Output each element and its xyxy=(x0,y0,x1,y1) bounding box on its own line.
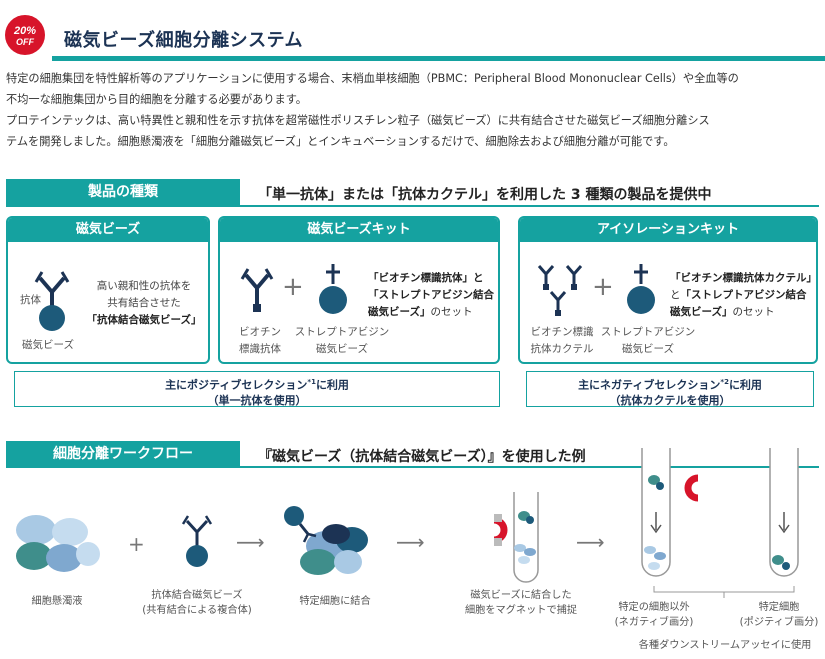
step-capture-label: 磁気ビーズに結合した 細胞をマグネットで捕捉 xyxy=(464,590,578,616)
intro-line-1: 特定の細胞集団を特性解析等のアプリケーションに使用する場合、末梢血単核細胞（PB… xyxy=(6,72,739,85)
merge-bracket-icon xyxy=(653,586,795,598)
badge-percent: 20% xyxy=(13,25,36,37)
plus-icon: + xyxy=(128,532,145,556)
badge-off: OFF xyxy=(16,37,34,47)
card-magnetic-bead-kit-title: 磁気ビーズキット xyxy=(220,218,498,242)
bound-cells-icon xyxy=(284,506,368,575)
page-title: 磁気ビーズ細胞分離システム xyxy=(64,30,304,51)
workflow-section-bar: 細胞分離ワークフロー xyxy=(6,441,240,467)
negative-fraction-tube-icon xyxy=(641,448,699,577)
streptavidin-bead-icon xyxy=(319,264,347,314)
antibody-cocktail-icon xyxy=(537,265,583,316)
plus-icon: + xyxy=(282,272,304,302)
intro-line-2: 不均一な細胞集団から目的細胞を分離する必要があります。 xyxy=(6,93,307,106)
workflow-section-rule xyxy=(6,466,819,468)
page-header: 20% OFF 磁気ビーズ細胞分離システム xyxy=(0,0,825,62)
intro-line-4: テムを開発しました。細胞懸濁液を「細胞分離磁気ビーズ」とインキュベーションするだ… xyxy=(6,135,675,148)
usage-negative-selection: 主にネガティブセレクション*2に利用 （抗体カクテルを使用） xyxy=(526,371,814,407)
workflow-heading: 『磁気ビーズ（抗体結合磁気ビーズ）』を使用した例 xyxy=(258,449,586,465)
label-magnetic-bead: 磁気ビーズ xyxy=(22,339,74,351)
arrow-right-icon: ⟶ xyxy=(576,530,605,554)
usage-positive-selection: 主にポジティブセレクション*1に利用 （単一抗体を使用） xyxy=(14,371,500,407)
magnet-tube-icon xyxy=(493,492,539,583)
label-streptavidin-beads: ストレプトアビジン 磁気ビーズ xyxy=(294,326,390,355)
negative-fraction-label: 特定の細胞以外 (ネガティブ画分) xyxy=(614,602,694,628)
intro-line-3: プロテインテックは、高い特異性と親和性を示す抗体を超常磁性ポリスチレン粒子（磁気… xyxy=(6,114,710,127)
card-magnetic-beads-title: 磁気ビーズ xyxy=(8,218,208,242)
label-antibody: 抗体 xyxy=(20,294,41,306)
products-heading: 「単一抗体」または「抗体カクテル」を利用した 3 種類の製品を提供中 xyxy=(258,187,712,203)
cell-suspension-icon xyxy=(16,515,100,572)
positive-fraction-tube-icon xyxy=(769,448,799,577)
card-magnetic-beads: 磁気ビーズ 抗体 磁気ビーズ 高い親和性の抗体を 共有結合させた 「抗体結合磁気… xyxy=(6,216,210,364)
card-magnetic-bead-kit: 磁気ビーズキット + 「ビオチン標識抗体」と 「ストレプトアビジン結合 磁気ビー… xyxy=(218,216,500,364)
step-bind-label: 特定細胞に結合 xyxy=(299,596,371,607)
label-streptavidin-beads: ストレプトアビジン 磁気ビーズ xyxy=(600,326,696,355)
antibody-bead-icon xyxy=(34,271,70,331)
discount-badge-icon: 20% OFF xyxy=(5,15,45,55)
products-section-bar: 製品の種類 xyxy=(6,179,240,205)
label-biotin-antibody-cocktail: ビオチン標識 抗体カクテル xyxy=(530,326,594,355)
card1-description: 高い親和性の抗体を 共有結合させた 「抗体結合磁気ビーズ」 xyxy=(86,280,202,326)
step-cell-suspension-label: 細胞懸濁液 xyxy=(31,596,83,607)
title-underline xyxy=(52,56,825,61)
step-antibody-bead-label: 抗体結合磁気ビーズ (共有結合による複合体) xyxy=(142,590,252,616)
antibody-bead-icon xyxy=(181,515,213,567)
biotin-antibody-icon xyxy=(240,268,274,312)
positive-fraction-label: 特定細胞 (ポジティブ画分) xyxy=(739,602,819,628)
plus-icon: + xyxy=(592,272,614,302)
downstream-assay-label: 各種ダウンストリームアッセイに使用 xyxy=(638,640,812,651)
arrow-right-icon: ⟶ xyxy=(396,530,425,554)
card-isolation-kit: アイソレーションキット + 「ビオチン標識抗体カクテル」 と「ストレプトアビジン… xyxy=(518,216,818,364)
products-section-rule xyxy=(6,205,819,207)
card3-set-description: 「ビオチン標識抗体カクテル」 と「ストレプトアビジン結合 磁気ビーズ」のセット xyxy=(670,272,817,318)
streptavidin-bead-icon xyxy=(627,264,655,314)
arrow-right-icon: ⟶ xyxy=(236,530,265,554)
label-biotin-antibody: ビオチン 標識抗体 xyxy=(239,326,281,355)
card-isolation-kit-title: アイソレーションキット xyxy=(520,218,816,242)
intro-paragraph: 特定の細胞集団を特性解析等のアプリケーションに使用する場合、末梢血単核細胞（PB… xyxy=(6,68,821,152)
card2-set-description: 「ビオチン標識抗体」と 「ストレプトアビジン結合 磁気ビーズ」のセット xyxy=(368,272,494,318)
